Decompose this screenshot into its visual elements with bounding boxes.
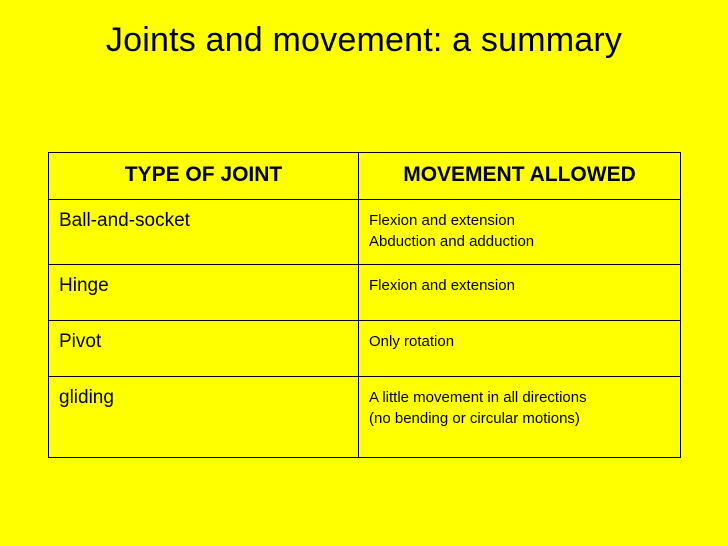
joint-name-cell: Pivot: [48, 320, 359, 377]
movement-cell: Flexion and extension Abduction and addu…: [358, 199, 681, 265]
table-header-row: TYPE OF JOINT MOVEMENT ALLOWED: [48, 152, 681, 200]
joint-name-cell: Ball-and-socket: [48, 199, 359, 265]
table-row: Pivot Only rotation: [48, 320, 681, 377]
movement-cell: Only rotation: [358, 320, 681, 377]
joints-summary-table: TYPE OF JOINT MOVEMENT ALLOWED Ball-and-…: [48, 152, 681, 458]
table-row: Ball-and-socket Flexion and extension Ab…: [48, 199, 681, 265]
table-row: Hinge Flexion and extension: [48, 264, 681, 321]
joint-name-cell: Hinge: [48, 264, 359, 321]
movement-cell: A little movement in all directions (no …: [358, 376, 681, 458]
movement-cell: Flexion and extension: [358, 264, 681, 321]
table-row: gliding A little movement in all directi…: [48, 376, 681, 458]
movement-line: (no bending or circular motions): [369, 410, 580, 427]
movement-line: Flexion and extension: [369, 212, 515, 229]
movement-line: Flexion and extension: [369, 277, 515, 294]
movement-line: Only rotation: [369, 333, 455, 350]
page-title: Joints and movement: a summary: [105, 21, 623, 59]
movement-line: Abduction and adduction: [369, 233, 535, 250]
joint-name-cell: gliding: [48, 376, 359, 458]
column-header-movement-allowed: MOVEMENT ALLOWED: [358, 152, 681, 200]
joints-summary-table-wrapper: TYPE OF JOINT MOVEMENT ALLOWED Ball-and-…: [48, 152, 681, 458]
movement-line: A little movement in all directions: [369, 389, 587, 406]
column-header-type-of-joint: TYPE OF JOINT: [48, 152, 359, 200]
